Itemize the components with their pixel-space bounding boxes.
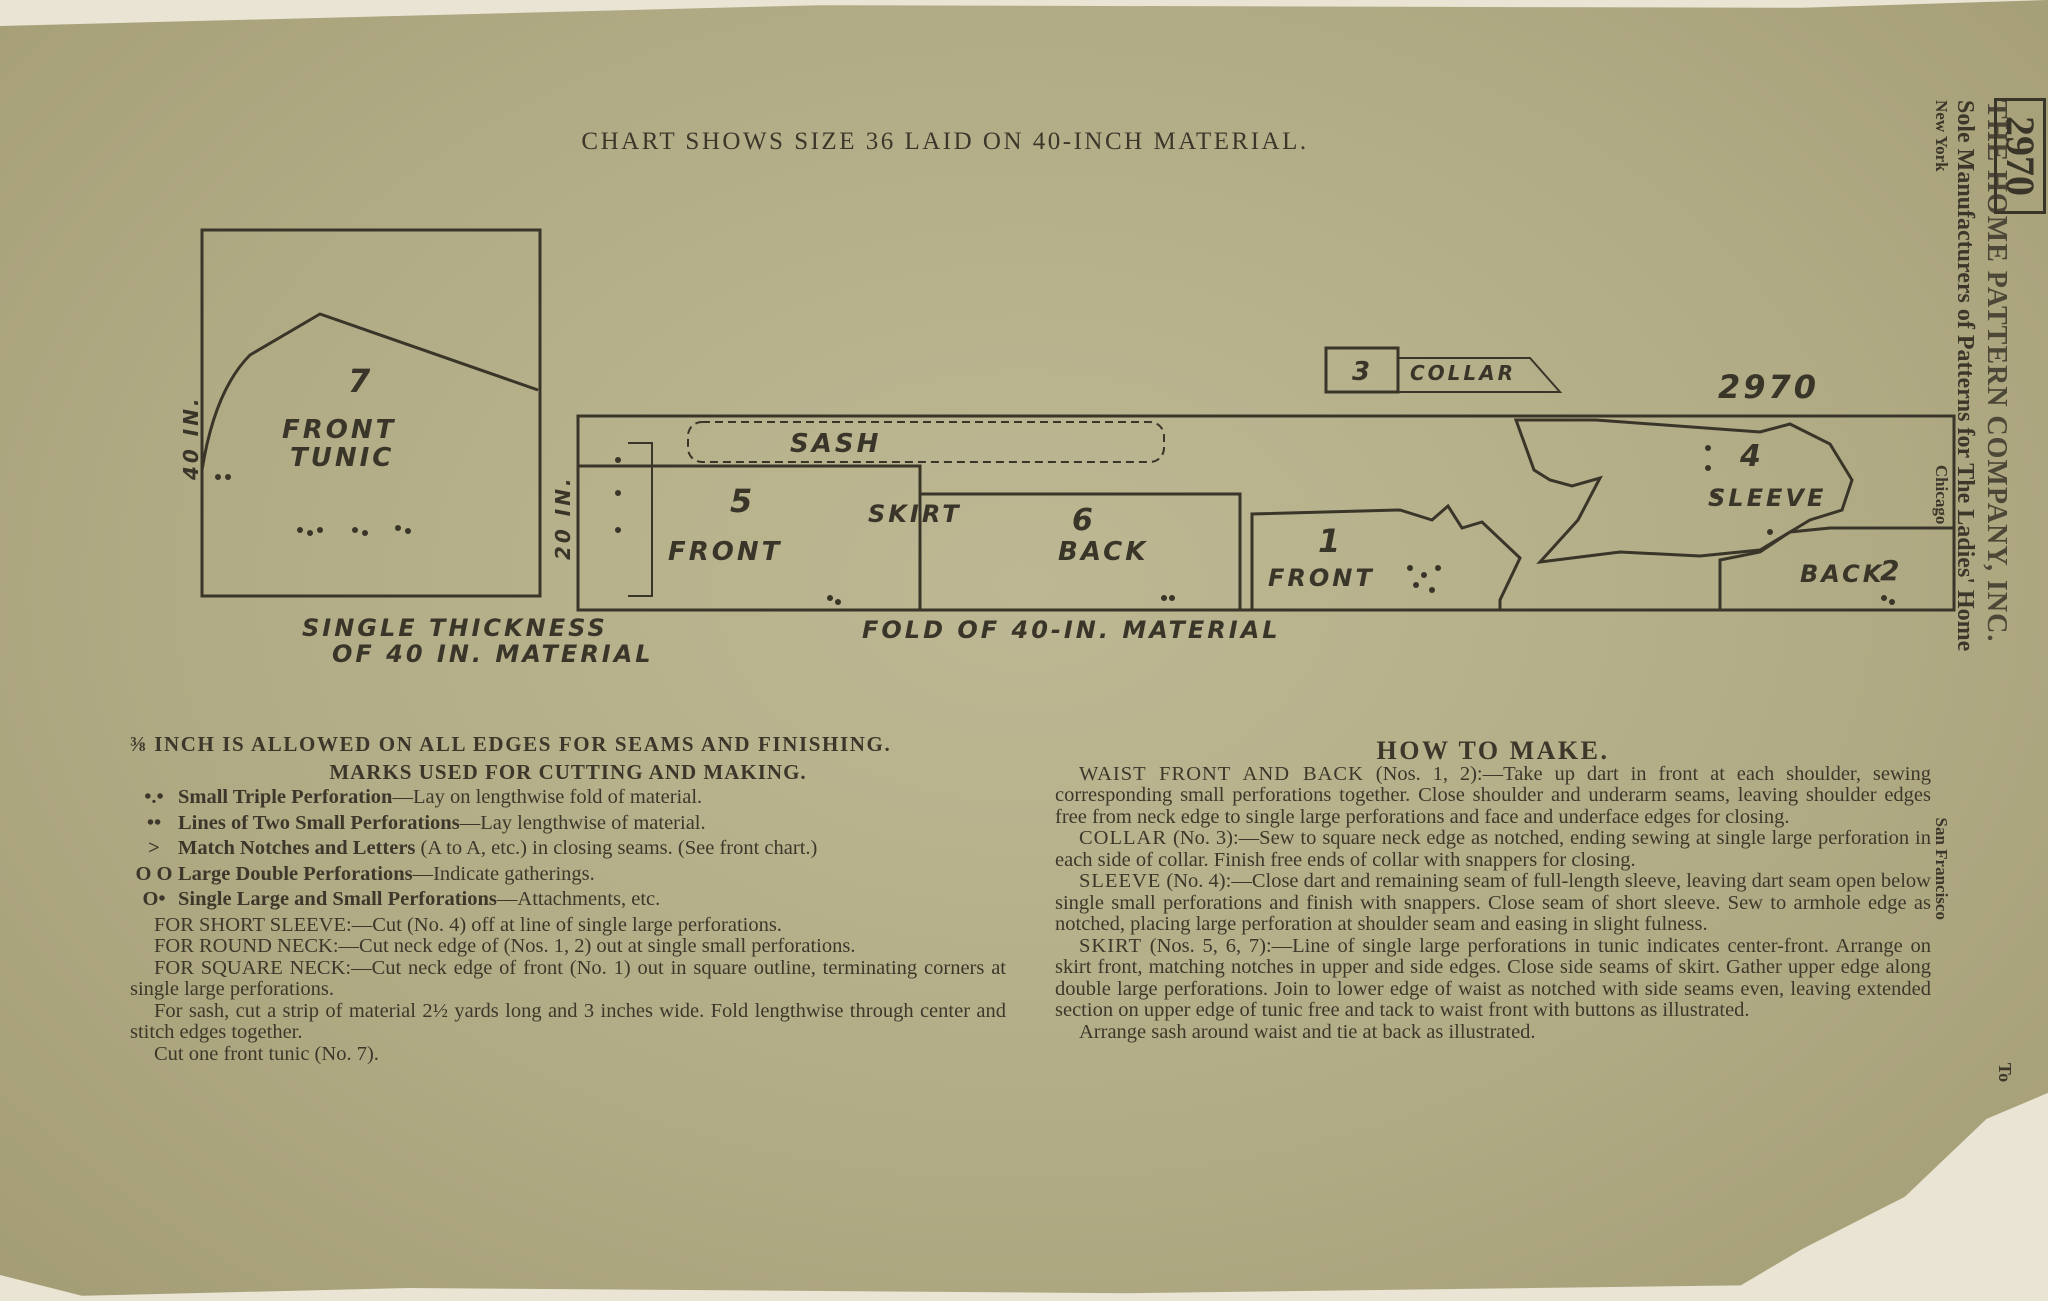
- sash-instruction: For sash, cut a strip of material 2½ yar…: [130, 999, 1006, 1043]
- piece-1-number: 1: [1318, 522, 1343, 560]
- pattern-number-stamp: 2970: [1994, 98, 2046, 214]
- pattern-number-chart: 2970: [1718, 368, 1819, 406]
- piece-6-number: 6: [1072, 503, 1096, 538]
- width-label-mid: 20 IN.: [551, 475, 575, 560]
- piece-4-label: SLEEVE: [1708, 484, 1826, 512]
- square-neck-instruction: FOR SQUARE NECK:—Cut neck edge of front …: [130, 956, 1006, 1000]
- tunic-number: 7: [348, 362, 373, 400]
- mark-item: O O Large Double Perforations—Indicate g…: [130, 862, 1006, 886]
- city-san-francisco: San Francisco: [1932, 817, 1951, 920]
- waist-front-piece: [1250, 503, 1522, 610]
- company-name: THE HOME PATTERN COMPANY, INC.: [1981, 100, 2012, 643]
- double-perforation-icon: ••: [146, 811, 162, 834]
- short-sleeve-instruction: FOR SHORT SLEEVE:—Cut (No. 4) off at lin…: [154, 913, 782, 936]
- sleeve-instruction: SLEEVE (No. 4):—Close dart and remaining…: [1055, 870, 1931, 935]
- single-thickness-line2: OF 40 IN. MATERIAL: [332, 640, 654, 668]
- how-to-make-title: HOW TO MAKE.: [1376, 736, 1610, 765]
- single-thickness-line1: SINGLE THICKNESS: [302, 614, 608, 642]
- round-neck-instruction: FOR ROUND NECK:—Cut neck edge of (Nos. 1…: [154, 935, 856, 957]
- collar-number: 3: [1352, 357, 1373, 387]
- tunic-instruction: Cut one front tunic (No. 7).: [154, 1042, 379, 1065]
- mark-item: •.• Small Triple Perforation—Lay on leng…: [130, 786, 1006, 809]
- skirt-back-piece: [918, 492, 1242, 612]
- collar-label: COLLAR: [1410, 361, 1516, 385]
- piece-4-number: 4: [1739, 439, 1764, 474]
- manufacturer-line: Sole Manufacturers of Patterns for The L…: [1952, 100, 1978, 652]
- piece-2-number: 2: [1880, 554, 1902, 587]
- partial-text: To: [1995, 1062, 2016, 1083]
- single-thickness-frame: [200, 228, 542, 598]
- waist-back-piece: [1718, 526, 1954, 610]
- skirt-label: SKIRT: [868, 500, 962, 528]
- width-label-left: 40 IN.: [179, 395, 203, 481]
- tunic-label-line1: FRONT: [282, 415, 396, 445]
- how-to-make: HOW TO MAKE. WAIST FRONT AND BACK (Nos. …: [1055, 736, 1931, 1043]
- manufacturer-imprint: THE HOME PATTERN COMPANY, INC. Sole Manu…: [1932, 100, 2040, 1200]
- skirt-instruction: SKIRT (Nos. 5, 6, 7):—Line of single lar…: [1055, 934, 1931, 1021]
- cutting-instructions: ⅜ INCH IS ALLOWED ON ALL EDGES FOR SEAMS…: [130, 732, 1006, 1065]
- piece-6-label: BACK: [1058, 537, 1148, 567]
- marks-title: MARKS USED FOR CUTTING AND MAKING.: [329, 759, 807, 784]
- large-double-perforation-icon: O O: [135, 862, 173, 885]
- cutting-layout-chart: 7 FRONT TUNIC 40 IN. 20 IN. SASH 5 FRONT…: [179, 228, 1956, 668]
- fold-label: FOLD OF 40-IN. MATERIAL: [862, 616, 1281, 644]
- collar-piece: [1324, 346, 1400, 394]
- mark-item: O• Single Large and Small Perforations—A…: [130, 888, 1006, 911]
- sash-finish-instruction: Arrange sash around waist and tie at bac…: [1079, 1020, 1536, 1043]
- triple-perforation-icon: •.•: [144, 786, 164, 808]
- piece-2-label: BACK: [1800, 560, 1884, 588]
- sash-end-strip: [628, 442, 653, 597]
- sleeve-piece: [1513, 418, 1854, 564]
- seam-allowance-note: ⅜ INCH IS ALLOWED ON ALL EDGES FOR SEAMS…: [130, 732, 892, 756]
- chart-title: CHART SHOWS SIZE 36 LAID ON 40-INCH MATE…: [581, 128, 1309, 155]
- piece-1-label: FRONT: [1268, 564, 1375, 592]
- front-tunic-piece: [200, 312, 539, 471]
- tunic-label-line2: TUNIC: [290, 443, 394, 473]
- waist-instruction: WAIST FRONT AND BACK (Nos. 1, 2):—Take u…: [1055, 762, 1931, 828]
- notch-icon: >: [148, 837, 160, 859]
- mark-item: •• Lines of Two Small Perforations—Lay l…: [130, 811, 1006, 835]
- city-new-york: New York: [1932, 100, 1951, 172]
- piece-5-number: 5: [730, 482, 755, 520]
- city-chicago: Chicago: [1932, 464, 1951, 525]
- sash-label: SASH: [790, 429, 881, 459]
- large-small-perforation-icon: O•: [142, 888, 166, 910]
- mark-item: > Match Notches and Letters (A to A, etc…: [130, 837, 1006, 860]
- collar-instruction: COLLAR (No. 3):—Sew to square neck edge …: [1055, 827, 1931, 871]
- sash-piece: [687, 421, 1165, 463]
- cities-line: New York Chicago San Francisco: [1931, 100, 1951, 920]
- piece-5-label: FRONT: [668, 537, 782, 567]
